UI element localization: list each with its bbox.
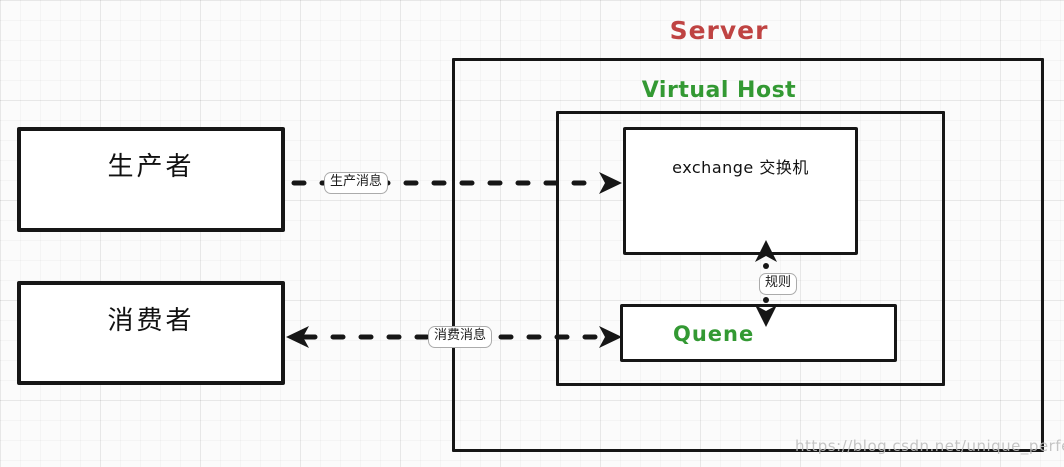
queue-box: Quene [620, 304, 897, 362]
watermark: https://blog.csdn.net/unique_perfect [795, 437, 1064, 455]
server-container [452, 58, 1044, 452]
producer-box: 生产者 [17, 127, 285, 232]
produce-label-badge: 生产消息 [324, 172, 389, 194]
consume-label-badge: 消费消息 [428, 326, 493, 348]
server-title: Server [669, 16, 769, 45]
virtual-host-container [556, 111, 945, 386]
exchange-label: exchange 交换机 [672, 158, 809, 177]
queue-label: Quene [673, 322, 755, 346]
exchange-box: exchange 交换机 [623, 127, 858, 255]
consumer-label: 消费者 [107, 306, 195, 336]
virtual-host-title: Virtual Host [641, 78, 797, 103]
rule-label-badge: 规则 [758, 273, 798, 295]
producer-label: 生产者 [107, 152, 195, 182]
consumer-box: 消费者 [17, 281, 285, 385]
